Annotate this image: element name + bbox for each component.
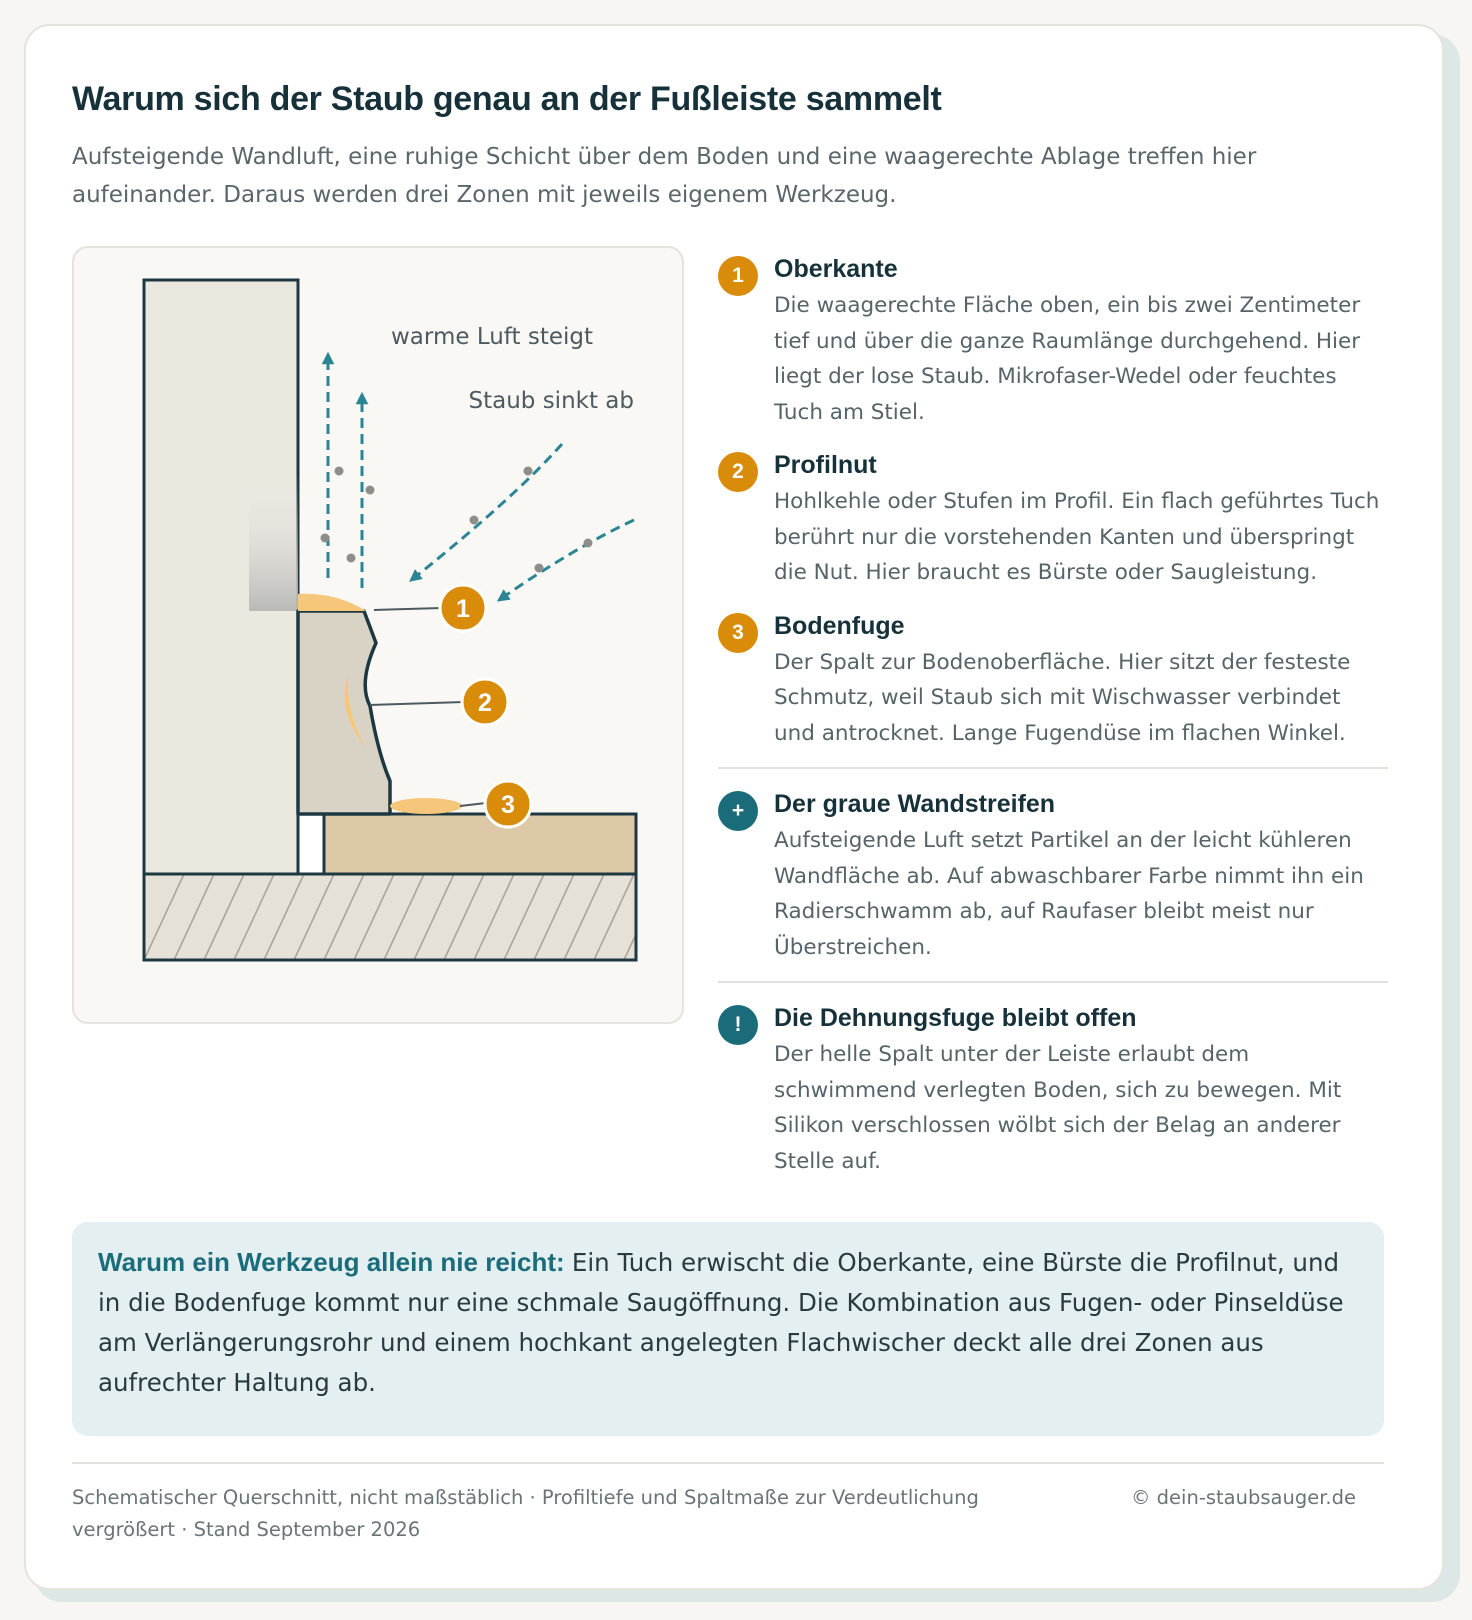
dust-groove bbox=[344, 676, 366, 748]
marker-3: 3 bbox=[483, 779, 533, 829]
plus-icon: + bbox=[718, 791, 758, 831]
svg-text:3: 3 bbox=[501, 791, 515, 819]
zone-title: Profilnut bbox=[774, 451, 877, 479]
extra-text: Aufsteigende Luft setzt Partikel an der … bbox=[774, 828, 1364, 960]
zone-title: Bodenfuge bbox=[774, 611, 905, 640]
extra-item-expansion-joint: ! Die Dehnungsfuge bleibt offen Der hell… bbox=[718, 1001, 1388, 1179]
footer-note: Schematischer Querschnitt, nicht maßstäb… bbox=[72, 1486, 979, 1541]
zone-item-profilnut: 2 Profilnut Hohlkehle oder Stufen im Pro… bbox=[718, 448, 1388, 591]
laminate-floor bbox=[322, 812, 638, 876]
dust-top-edge bbox=[298, 593, 366, 611]
divider bbox=[718, 981, 1388, 983]
zone-text: Der Spalt zur Bodenoberfläche. Hier sitz… bbox=[774, 649, 1351, 746]
zone-list: 1 Oberkante Die waagerechte Fläche oben,… bbox=[718, 252, 1388, 1179]
svg-text:2: 2 bbox=[478, 689, 492, 717]
zone-text: Die waagerechte Fläche oben, ein bis zwe… bbox=[774, 293, 1361, 425]
marker-1: 1 bbox=[438, 583, 488, 633]
callout-text: Ein Tuch erwischt die Oberkante, eine Bü… bbox=[98, 1248, 1344, 1397]
svg-text:1: 1 bbox=[456, 595, 470, 623]
zone-item-oberkante: 1 Oberkante Die waagerechte Fläche oben,… bbox=[718, 252, 1388, 430]
divider bbox=[718, 767, 1388, 769]
label-dust-sinks: Staub sinkt ab bbox=[469, 388, 635, 414]
expansion-gap bbox=[296, 812, 326, 876]
zone-badge-1: 1 bbox=[718, 256, 758, 296]
zone-badge-3: 3 bbox=[718, 612, 758, 653]
slab-hatching bbox=[144, 874, 636, 960]
dust-arrow-1 bbox=[409, 443, 564, 582]
cross-section-svg: 1 2 3 warme Luft steigt Staub sinkt ab bbox=[142, 278, 638, 962]
exclamation-icon: ! bbox=[718, 1005, 758, 1045]
zone-title: Oberkante bbox=[774, 255, 898, 283]
grey-wall-streak bbox=[249, 473, 298, 611]
extra-title: Die Dehnungsfuge bleibt offen bbox=[774, 1004, 1137, 1032]
skirting-board bbox=[296, 609, 392, 816]
extra-title: Der graue Wandstreifen bbox=[774, 790, 1056, 818]
callout-lead: Warum ein Werkzeug allein nie reicht: bbox=[98, 1247, 572, 1277]
cross-section-diagram: 1 2 3 warme Luft steigt Staub sinkt ab bbox=[72, 246, 684, 1024]
extra-text: Der helle Spalt unter der Leiste erlaubt… bbox=[774, 1042, 1342, 1174]
footer-credit: © dein-staubsauger.de bbox=[1130, 1486, 1356, 1509]
callout-box: Warum ein Werkzeug allein nie reicht: Ei… bbox=[72, 1222, 1384, 1436]
page-title: Warum sich der Staub genau an der Fußlei… bbox=[72, 80, 942, 118]
zone-badge-2: 2 bbox=[718, 452, 758, 492]
dust-particles bbox=[320, 466, 593, 573]
dust-arrow-2 bbox=[496, 518, 635, 602]
page-subtitle: Aufsteigende Wandluft, eine ruhige Schic… bbox=[72, 144, 1257, 208]
footer-divider bbox=[72, 1462, 1384, 1464]
info-card: Warum sich der Staub genau an der Fußlei… bbox=[24, 24, 1444, 1590]
dust-floor-joint bbox=[390, 798, 462, 814]
zone-text: Hohlkehle oder Stufen im Profil. Ein fla… bbox=[774, 489, 1380, 585]
marker-2: 2 bbox=[460, 677, 510, 727]
extra-item-grey-wall-strip: + Der graue Wandstreifen Aufsteigende Lu… bbox=[718, 787, 1388, 965]
label-warm-air: warme Luft steigt bbox=[391, 324, 593, 350]
zone-item-bodenfuge: 3 Bodenfuge Der Spalt zur Bodenoberfläch… bbox=[718, 609, 1388, 752]
